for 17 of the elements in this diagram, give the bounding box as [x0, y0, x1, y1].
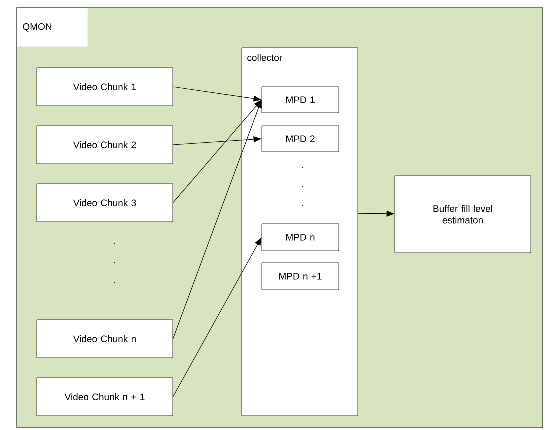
chunk-box: Video Chunk n — [36, 320, 174, 358]
ellipsis-dot: . — [114, 282, 116, 284]
process-box: Buffer fill level estimaton — [394, 176, 532, 254]
ellipsis-dot: . — [114, 243, 116, 244]
ellipsis-dot: . — [302, 167, 304, 168]
mpd-box: MPD n — [262, 224, 340, 252]
ellipsis-dot: . — [114, 262, 116, 264]
mpd-box: MPD n +1 — [262, 262, 340, 290]
ellipsis-dot: . — [302, 186, 304, 188]
arrow — [172, 238, 262, 398]
mpd-box: MPD 1 — [262, 86, 340, 114]
chunk-box: Video Chunk 1 — [36, 68, 174, 106]
mpd-box: MPD 2 — [262, 126, 340, 152]
chunk-box: Video Chunk 2 — [36, 126, 174, 164]
chunk-box: Video Chunk n + 1 — [36, 378, 174, 416]
ellipsis-dot: . — [302, 205, 304, 206]
chunk-box: Video Chunk 3 — [36, 184, 174, 222]
